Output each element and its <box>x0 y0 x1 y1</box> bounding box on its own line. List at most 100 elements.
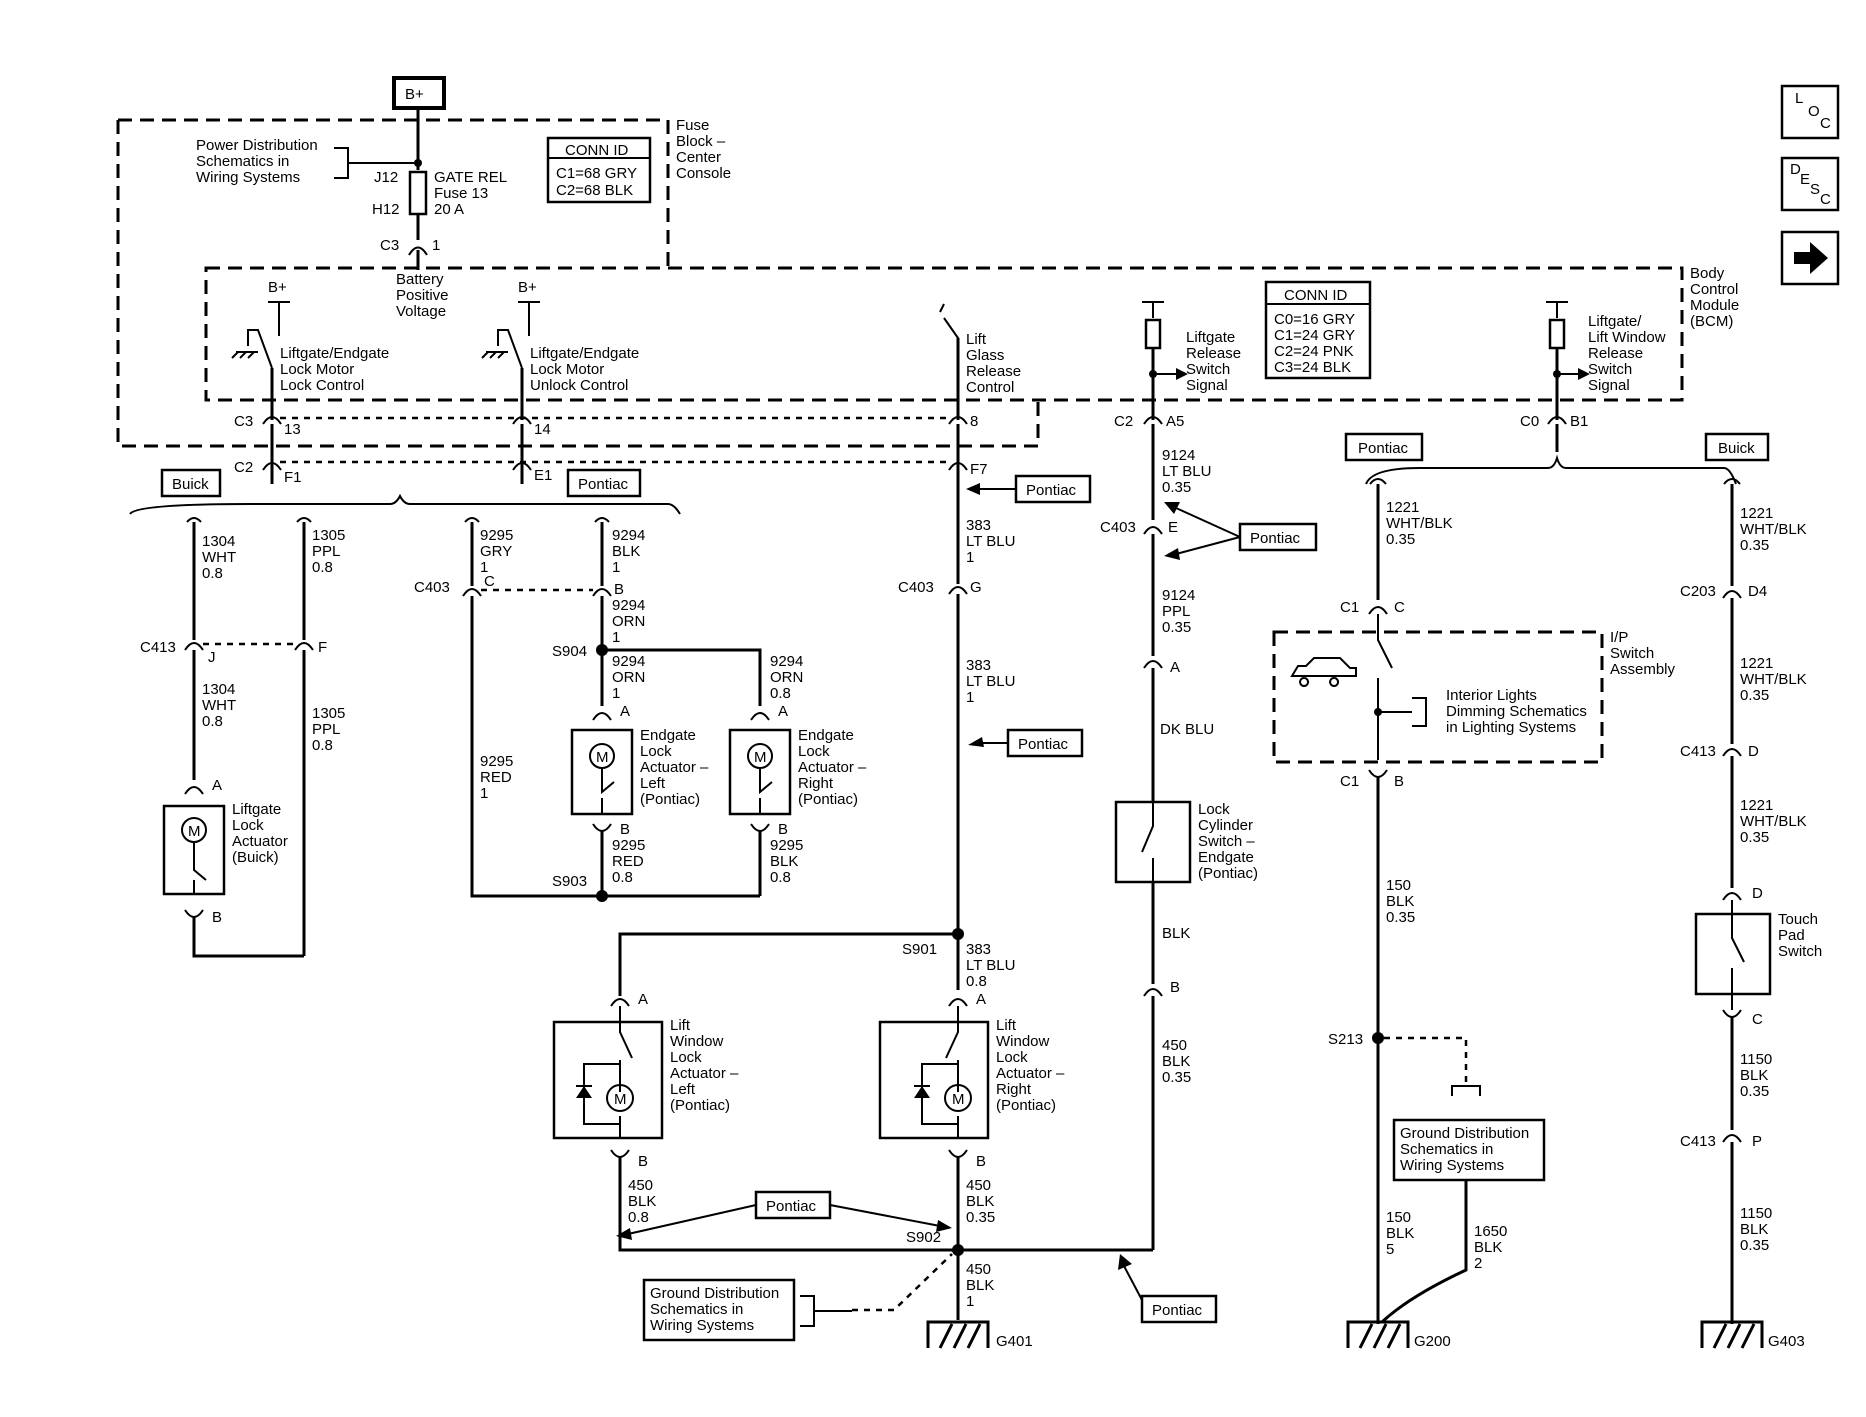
c203-d4: D4 <box>1748 583 1767 600</box>
tag-pontiac-450: Pontiac <box>766 1198 817 1215</box>
pin-c2-d: C2 <box>1114 413 1133 430</box>
c413-a-j: J <box>208 649 216 666</box>
wire-blk: BLK <box>1162 925 1190 942</box>
wire-1150-a: 1150 BLK 0.35 <box>1740 1051 1776 1100</box>
loc-letter-o: O <box>1808 103 1820 120</box>
brace-right <box>1365 454 1737 485</box>
wire-9295-red: 9295 RED 0.8 <box>612 837 650 886</box>
ground-ref-2: Ground Distribution Schematics in Wiring… <box>1400 1125 1533 1174</box>
pin-c-touchpad: C <box>1752 1011 1763 1028</box>
pin-b-endgate-left: B <box>620 821 630 838</box>
endgate-left-label: Endgate Lock Actuator – Left (Pontiac) <box>640 727 713 808</box>
wire-150-b: 150 BLK 5 <box>1386 1209 1419 1258</box>
fuse-j12: J12 <box>374 169 398 186</box>
wire-1650: 1650 BLK 2 <box>1474 1223 1512 1272</box>
loc-letter-l: L <box>1795 90 1803 107</box>
bcm-conn-id-list: C0=16 GRY C1=24 GRY C2=24 PNK C3=24 BLK <box>1274 311 1359 376</box>
gate-rel-fuse-label: GATE REL Fuse 13 20 A <box>434 169 511 218</box>
wire-1150-b: 1150 BLK 0.35 <box>1740 1205 1776 1254</box>
vehicle-icon <box>1290 657 1357 687</box>
next-button[interactable] <box>1780 230 1840 286</box>
splice-s904: S904 <box>552 643 587 660</box>
unlock-control-label: Liftgate/Endgate Lock Motor Unlock Contr… <box>530 345 643 394</box>
bcm-bplus-1: B+ <box>268 279 287 296</box>
fuse-block-outline <box>116 118 1040 448</box>
bcm-conn-id-box <box>1264 280 1372 380</box>
wire-9295-red-left: 9295 RED 1 <box>480 753 518 802</box>
tag-pontiac-f7: Pontiac <box>1026 482 1077 499</box>
fuse-conn-id-title: CONN ID <box>565 142 629 159</box>
c1-c: C1 <box>1340 599 1359 616</box>
c413-a-f: F <box>318 639 327 656</box>
wire-9124-ppl: 9124 PPL 0.35 <box>1162 587 1200 636</box>
wire-383-b: 383 LT BLU 1 <box>966 657 1020 706</box>
fuse-c3-pin: 1 <box>432 237 440 254</box>
c403-c-e: E <box>1168 519 1178 536</box>
wire-450-a: 450 BLK 0.8 <box>628 1177 661 1226</box>
lift-glass-release-label: Lift Glass Release Control <box>966 331 1025 396</box>
splice-s213: S213 <box>1328 1031 1363 1048</box>
desc-button[interactable]: D E S C <box>1780 156 1840 212</box>
bcm-bplus-2: B+ <box>518 279 537 296</box>
pin-a-liftgate: A <box>212 777 222 794</box>
splice-s902: S902 <box>906 1229 941 1246</box>
c1-b: C1 <box>1340 773 1359 790</box>
c413-a: C413 <box>140 639 176 656</box>
pin-a-lw-right: A <box>976 991 986 1008</box>
pin-c2-f1: F1 <box>284 469 302 486</box>
wire-dkblu: DK BLU <box>1160 721 1214 738</box>
lock-control-label: Liftgate/Endgate Lock Motor Lock Control <box>280 345 393 394</box>
desc-letter-e: E <box>1800 171 1810 188</box>
lock-cylinder-label: Lock Cylinder Switch – Endgate (Pontiac) <box>1198 801 1259 882</box>
pin-c0: C0 <box>1520 413 1539 430</box>
c1-b-pin: B <box>1394 773 1404 790</box>
ground-ref-box-2 <box>1392 1118 1546 1182</box>
pin-c3-14: 14 <box>534 421 551 438</box>
wire-1304-bottom: 1304 WHT 0.8 <box>202 681 240 730</box>
wire-9295-blk: 9295 BLK 0.8 <box>770 837 808 886</box>
wire-1221-c: 1221 WHT/BLK 0.35 <box>1740 655 1811 704</box>
ground-g200-symbol <box>1346 1320 1410 1349</box>
power-distribution-ref: Power Distribution Schematics in Wiring … <box>196 137 322 186</box>
ip-switch-label: I/P Switch Assembly <box>1610 629 1676 678</box>
fuse-conn-id-box <box>546 136 652 204</box>
wire-383-c: 383 LT BLU 0.8 <box>966 941 1020 990</box>
ip-switch-outline <box>1272 630 1604 764</box>
c413-b-d: D <box>1748 743 1759 760</box>
c403-c: C403 <box>1100 519 1136 536</box>
touch-pad-label: Touch Pad Switch <box>1778 911 1822 960</box>
tag-buick-right: Buick <box>1718 440 1755 457</box>
lw-right-label: Lift Window Lock Actuator – Right (Ponti… <box>996 1017 1069 1114</box>
pin-b-lw-right: B <box>976 1153 986 1170</box>
tag-buick-left: Buick <box>172 476 209 493</box>
wire-9294-orn-a: 9294 ORN 1 <box>612 597 650 646</box>
tag-pontiac-9124: Pontiac <box>1250 530 1301 547</box>
pin-b-endgate-right: B <box>778 821 788 838</box>
pin-a-lockcyl: A <box>1170 659 1180 676</box>
ground-ref-box-1 <box>642 1278 796 1342</box>
liftgate-release-switch-signal: Liftgate Release Switch Signal <box>1186 329 1245 394</box>
desc-letter-s: S <box>1810 181 1820 198</box>
c403-b-g: G <box>970 579 982 596</box>
battery-positive-voltage: Battery Positive Voltage <box>396 271 453 320</box>
pin-c2-e1: E1 <box>534 467 552 484</box>
desc-letter-c: C <box>1820 191 1831 208</box>
tag-pontiac-383: Pontiac <box>1018 736 1069 753</box>
pin-b-lw-left: B <box>638 1153 648 1170</box>
c1-c-pin: C <box>1394 599 1405 616</box>
loc-letter-c: C <box>1820 115 1831 132</box>
pin-d-touchpad: D <box>1752 885 1763 902</box>
wire-9124-ltblu: 9124 LT BLU 0.35 <box>1162 447 1216 496</box>
pin-c3-8: 8 <box>970 413 978 430</box>
wire-1305-bottom: 1305 PPL 0.8 <box>312 705 350 754</box>
motor-symbol-endgate-right: M <box>754 749 767 766</box>
gate-rel-fuse <box>408 170 428 216</box>
pin-c2-a: C2 <box>234 459 253 476</box>
motor-symbol-lw-left: M <box>614 1091 627 1108</box>
lw-left-label: Lift Window Lock Actuator – Left (Pontia… <box>670 1017 743 1114</box>
loc-button[interactable]: L O C <box>1780 84 1840 140</box>
ground-g401-symbol <box>926 1320 990 1349</box>
ground-g401: G401 <box>996 1333 1033 1350</box>
ground-g403-symbol <box>1700 1320 1764 1349</box>
lift-window-lock-actuator-right <box>878 1020 990 1140</box>
